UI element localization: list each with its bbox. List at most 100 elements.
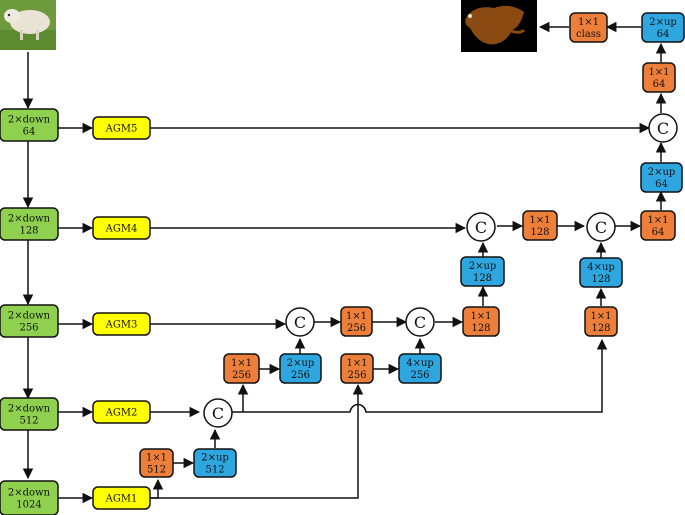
upsample-box xyxy=(398,353,442,384)
node-label-line2: 128 xyxy=(473,273,492,284)
agm-box xyxy=(92,216,151,240)
edge-concat2-c128c xyxy=(231,338,608,413)
conv-box xyxy=(340,353,374,384)
node-label-line1: AGM4 xyxy=(105,224,138,235)
node-label-line1: 4×up xyxy=(406,358,434,369)
node-label-line1: 2×up xyxy=(201,453,229,464)
output-segmentation-image xyxy=(461,0,537,52)
upsample-box xyxy=(460,256,505,287)
conv-box xyxy=(642,62,676,93)
concat-symbol: C xyxy=(414,313,426,332)
concat-circle xyxy=(203,398,233,428)
node-label-line1: 2×down xyxy=(8,311,51,322)
node-label-line2: 64 xyxy=(652,227,665,238)
node-label-line2: 64 xyxy=(23,127,36,138)
node-label-line1: 2×down xyxy=(8,488,51,499)
node-label-line1: 1×1 xyxy=(146,453,167,464)
concat-symbol: C xyxy=(595,218,607,237)
encoder-box xyxy=(0,304,59,338)
node-label-line1: 2×up xyxy=(649,17,677,28)
agm-box xyxy=(92,486,151,510)
edge-agm1-c256c xyxy=(150,383,364,499)
node-label-line1: 4×up xyxy=(587,262,615,273)
node-agm5: AGM5 xyxy=(92,116,151,140)
conv-box xyxy=(139,448,174,478)
concat-node: C xyxy=(285,307,315,337)
node-label-line1: 2×up xyxy=(287,358,315,369)
node-label-line2: 256 xyxy=(347,370,366,381)
conv-box xyxy=(223,353,260,384)
concat-circle xyxy=(285,307,315,337)
node-label-line2: 512 xyxy=(205,465,224,476)
node-label-line2: 128 xyxy=(19,226,38,237)
node-label-line2: class xyxy=(576,29,601,40)
agm-box xyxy=(92,400,151,424)
input-image xyxy=(0,0,56,50)
conv-box xyxy=(640,210,676,241)
node-label-line2: 512 xyxy=(147,465,166,476)
concat-circle xyxy=(405,307,435,337)
node-label-line1: 1×1 xyxy=(470,311,491,322)
node-agm2: AGM2 xyxy=(92,400,151,424)
node-c64b: 1×164 xyxy=(642,62,676,93)
encoder-box xyxy=(0,207,59,241)
node-label-line2: 256 xyxy=(232,370,251,381)
conv-box xyxy=(584,306,618,337)
concat-node: C xyxy=(466,212,496,242)
concat-circle xyxy=(466,212,496,242)
node-label-line2: 256 xyxy=(291,370,310,381)
node-agm4: AGM4 xyxy=(92,216,151,240)
node-label-line2: 256 xyxy=(347,323,366,334)
node-label-line1: 1×1 xyxy=(648,67,669,78)
node-agm3: AGM3 xyxy=(92,312,151,336)
node-label-line2: 128 xyxy=(591,323,610,334)
node-label-line1: 1×1 xyxy=(647,215,668,226)
agm-box xyxy=(92,116,151,140)
node-label-line2: 1024 xyxy=(16,500,41,511)
node-label-line2: 128 xyxy=(471,323,490,334)
concat-circle xyxy=(648,113,678,143)
node-label-line2: 64 xyxy=(653,79,666,90)
node-label-line1: 2×down xyxy=(8,404,51,415)
conv-box xyxy=(522,210,558,241)
node-label-line2: 256 xyxy=(410,370,429,381)
upsample-box xyxy=(641,12,685,43)
node-label-line1: 2×down xyxy=(8,115,51,126)
concat-node: C xyxy=(405,307,435,337)
agm-box xyxy=(92,312,151,336)
node-label-line1: AGM2 xyxy=(105,408,138,419)
node-label-line2: 64 xyxy=(655,179,668,190)
edge-agm1-c512 xyxy=(150,478,164,499)
concat-circle xyxy=(586,212,616,242)
wires-layer xyxy=(22,21,667,504)
upsample-box xyxy=(640,162,683,193)
encoder-box xyxy=(0,108,59,142)
node-label-line1: AGM5 xyxy=(105,124,138,135)
node-label-line2: 64 xyxy=(657,29,670,40)
node-label-line1: AGM3 xyxy=(105,320,138,331)
node-label-line1: 2×up xyxy=(648,167,676,178)
node-label-line1: 1×1 xyxy=(231,358,252,369)
conv-box xyxy=(462,306,500,337)
node-label-line2: 256 xyxy=(19,323,38,334)
node-c64a: 1×164 xyxy=(640,210,676,241)
node-label-line2: 128 xyxy=(591,274,610,285)
node-label-line1: 1×1 xyxy=(346,311,367,322)
node-label-line2: 128 xyxy=(530,227,549,238)
